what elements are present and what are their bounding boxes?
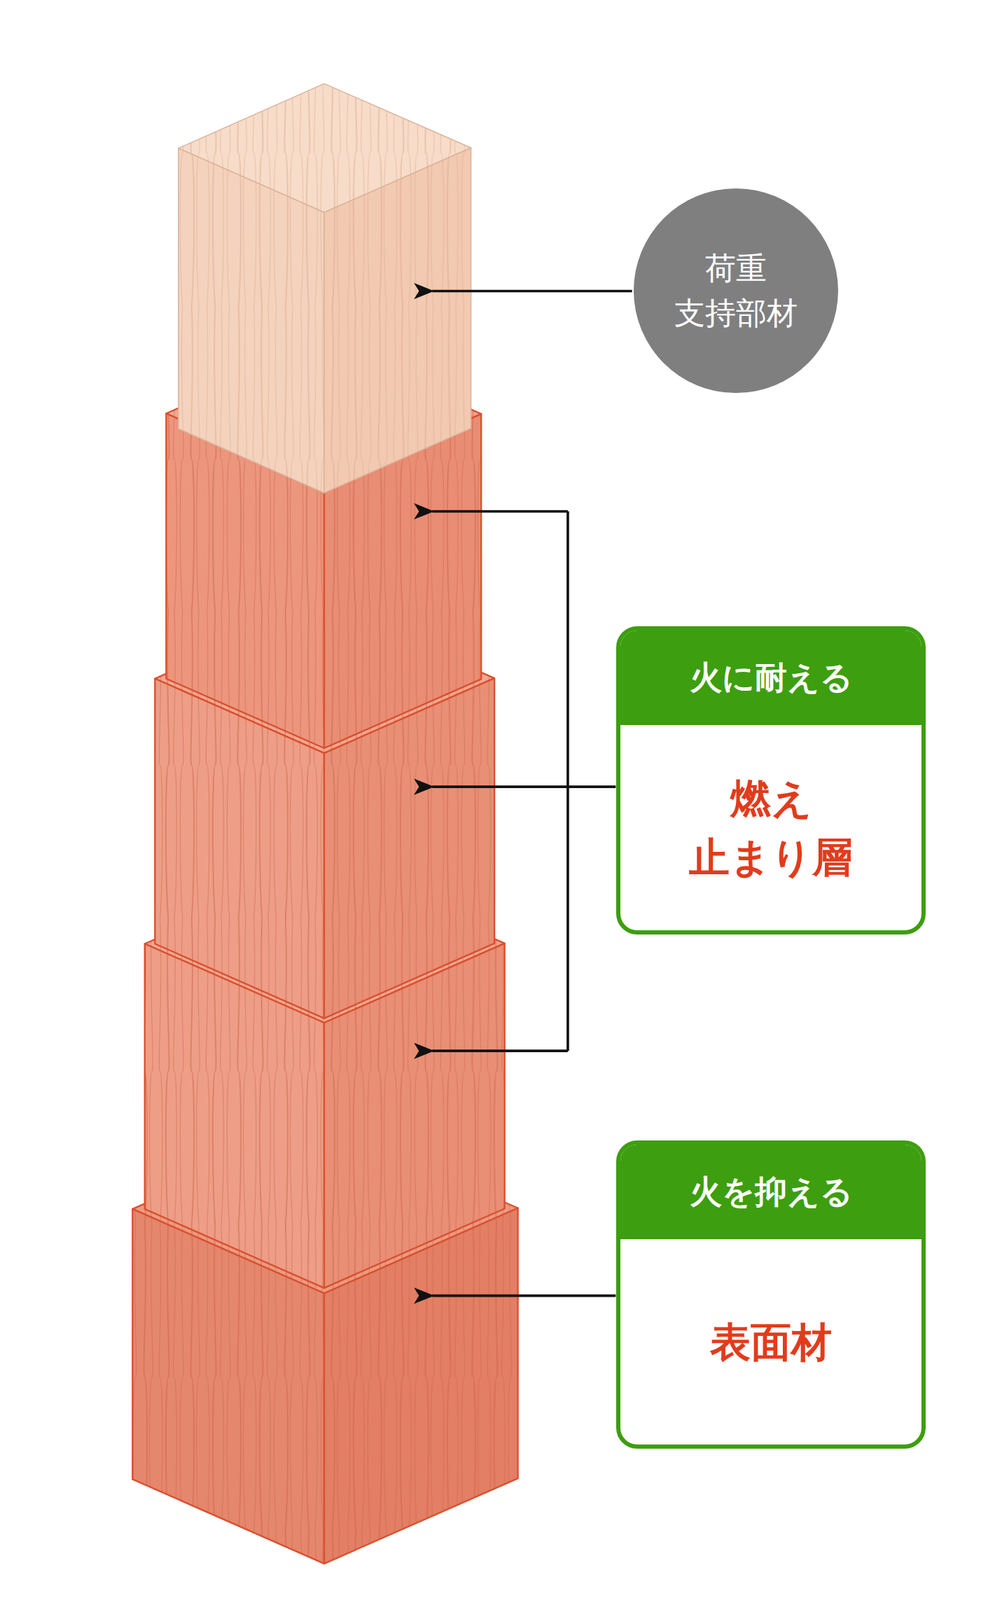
leader-lines <box>432 290 632 1295</box>
callout-heading: 火に耐える <box>631 658 911 697</box>
callout-heading: 火を抑える <box>631 1172 911 1211</box>
column-face <box>324 147 472 493</box>
leader-line <box>432 289 632 293</box>
leader-line <box>432 784 568 788</box>
bracket-line <box>566 511 570 1051</box>
column-face <box>178 148 325 493</box>
callout-body: 表面材 <box>620 1238 922 1444</box>
callout-term: 表面材 <box>710 1312 832 1372</box>
callout-box: 火を抑える表面材 <box>616 1139 926 1449</box>
wood-grain <box>178 148 325 493</box>
wood-column <box>132 83 518 1563</box>
callout-header: 火を抑える <box>620 1144 922 1239</box>
load-circle: 荷重 支持部材 <box>633 188 839 393</box>
leader-line <box>432 1048 568 1052</box>
callout-header: 火に耐える <box>620 630 922 725</box>
leader-line <box>432 1293 616 1297</box>
column-segment <box>178 83 472 493</box>
leader-line <box>432 509 568 513</box>
callout-box: 火に耐える燃え 止まり層 <box>616 625 926 935</box>
wood-grain <box>324 147 472 493</box>
bracket-line <box>567 784 616 788</box>
callout-term: 燃え 止まり層 <box>665 768 877 887</box>
callout-body: 燃え 止まり層 <box>620 724 922 930</box>
node-label: 荷重 支持部材 <box>665 245 807 336</box>
